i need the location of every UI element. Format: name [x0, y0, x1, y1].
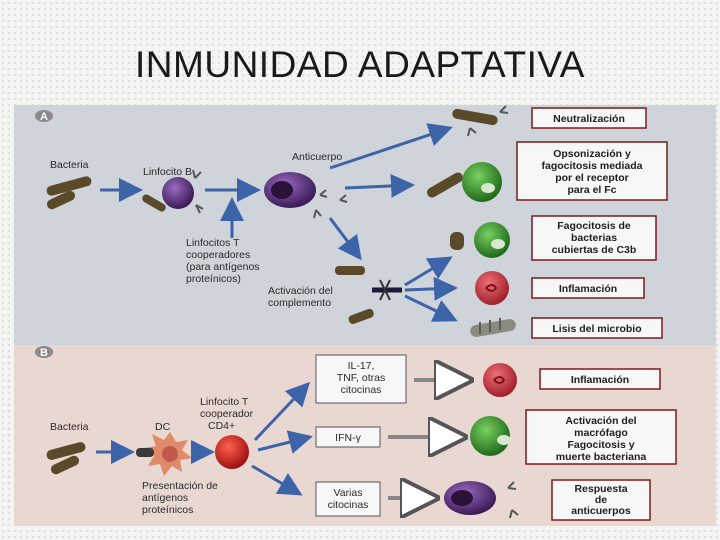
opsonization-icon [427, 162, 502, 202]
box-il17: IL-17, TNF, otras citocinas [315, 354, 407, 404]
mast-cell-icon [475, 271, 509, 305]
lysed-microbe-icon [470, 318, 516, 337]
complement-icon [335, 266, 402, 325]
bacteria-icon [46, 176, 92, 210]
svg-text:A: A [40, 111, 48, 123]
arrow-to-inflammation-a [404, 276, 458, 301]
box-ifn: IFN-γ [315, 426, 381, 448]
arrow-to-neutralization [329, 123, 453, 170]
plasma-cell-icon-b [444, 481, 519, 519]
linfocitos-t-line2: cooperadores [186, 249, 250, 261]
activacion-line2: complemento [268, 297, 331, 309]
arrow-to-varias [251, 464, 303, 496]
panel-a-label: A [35, 110, 53, 123]
svg-text:cubiertas de C3b: cubiertas de C3b [552, 244, 637, 256]
svg-text:Opsonización y: Opsonización y [553, 148, 631, 160]
anticuerpo-label: Anticuerpo [292, 151, 342, 163]
box-opsonizacion: Opsonización y fagocitosis mediada por e… [516, 141, 668, 201]
dc-label: DC [155, 421, 171, 433]
svg-text:bacterias: bacterias [571, 232, 617, 244]
svg-text:Fagocitosis de: Fagocitosis de [557, 220, 631, 232]
svg-text:Activación del: Activación del [565, 415, 636, 427]
svg-text:Lisis del microbio: Lisis del microbio [552, 323, 641, 335]
bacteria-icon-b [46, 442, 86, 475]
svg-text:por el receptor: por el receptor [555, 172, 629, 184]
presentacion-line1: Presentación de [142, 480, 218, 492]
svg-text:Varias: Varias [334, 487, 363, 499]
arrow-to-opsonization [344, 173, 415, 198]
presentacion-line3: proteínicos [142, 504, 193, 516]
mast-cell-icon-b [483, 363, 517, 397]
activacion-line1: Activación del [268, 285, 333, 297]
box-neutralizacion: Neutralización [531, 107, 647, 129]
box-fagocitosis-c3b: Fagocitosis de bacterias cubiertas de C3… [531, 215, 657, 261]
presentacion-line2: antígenos [142, 492, 188, 504]
svg-text:macrófago: macrófago [574, 427, 628, 439]
panel-b-label: B [35, 346, 53, 359]
arrow-to-complement [328, 217, 362, 261]
svg-text:anticuerpos: anticuerpos [571, 505, 631, 517]
slide-title: INMUNIDAD ADAPTATIVA [135, 44, 585, 85]
svg-text:fagocitosis mediada: fagocitosis mediada [542, 160, 643, 172]
svg-text:Neutralización: Neutralización [553, 113, 625, 125]
svg-text:Respuesta: Respuesta [574, 483, 627, 495]
svg-text:de: de [595, 494, 607, 506]
linfocito-t-line1: Linfocito T [200, 396, 249, 408]
svg-text:Inflamación: Inflamación [571, 374, 629, 386]
macrophage-icon-b [470, 416, 511, 456]
svg-text:IL-17,: IL-17, [348, 360, 375, 372]
arrow-to-lysis [404, 294, 458, 322]
arrow-to-il17 [253, 381, 311, 442]
svg-text:Inflamación: Inflamación [559, 283, 617, 295]
linfocitos-t-line4: proteínicos) [186, 273, 241, 285]
plasma-cell-icon [264, 172, 348, 219]
svg-text:citocinas: citocinas [341, 384, 382, 396]
svg-text:muerte bacteriana: muerte bacteriana [556, 451, 647, 463]
svg-text:TNF, otras: TNF, otras [337, 372, 385, 384]
dendritic-cell-icon [136, 432, 192, 476]
arrow-to-c3b [404, 256, 453, 287]
b-cell-icon [142, 169, 204, 214]
svg-text:para el Fc: para el Fc [567, 184, 616, 196]
linfocito-b-label: Linfocito B [143, 166, 192, 178]
linfocito-t-line2: cooperador [200, 408, 254, 420]
c3b-phagocytosis-icon [450, 222, 510, 258]
svg-text:Fagocitosis y: Fagocitosis y [567, 439, 634, 451]
svg-text:IFN-γ: IFN-γ [335, 432, 361, 444]
linfocitos-t-line1: Linfocitos T [186, 237, 240, 249]
bacteria-label-b: Bacteria [50, 421, 89, 433]
bacteria-label-a: Bacteria [50, 159, 89, 171]
box-varias: Varias citocinas [315, 481, 381, 517]
arrow-to-ifn [257, 430, 313, 454]
box-activacion-macrofago: Activación del macrófago Fagocitosis y m… [525, 409, 677, 465]
linfocitos-t-line3: (para antígenos [186, 261, 260, 273]
box-lisis: Lisis del microbio [531, 317, 663, 339]
svg-text:B: B [40, 347, 48, 359]
svg-text:citocinas: citocinas [328, 499, 369, 511]
box-inflamacion-b: Inflamación [539, 368, 661, 390]
neutralization-icon [452, 105, 509, 137]
linfocito-t-line3: CD4+ [208, 420, 235, 432]
box-respuesta-anticuerpos: Respuesta de anticuerpos [551, 479, 651, 521]
t-cell-icon [215, 435, 249, 469]
box-inflamacion-a: Inflamación [531, 277, 645, 299]
